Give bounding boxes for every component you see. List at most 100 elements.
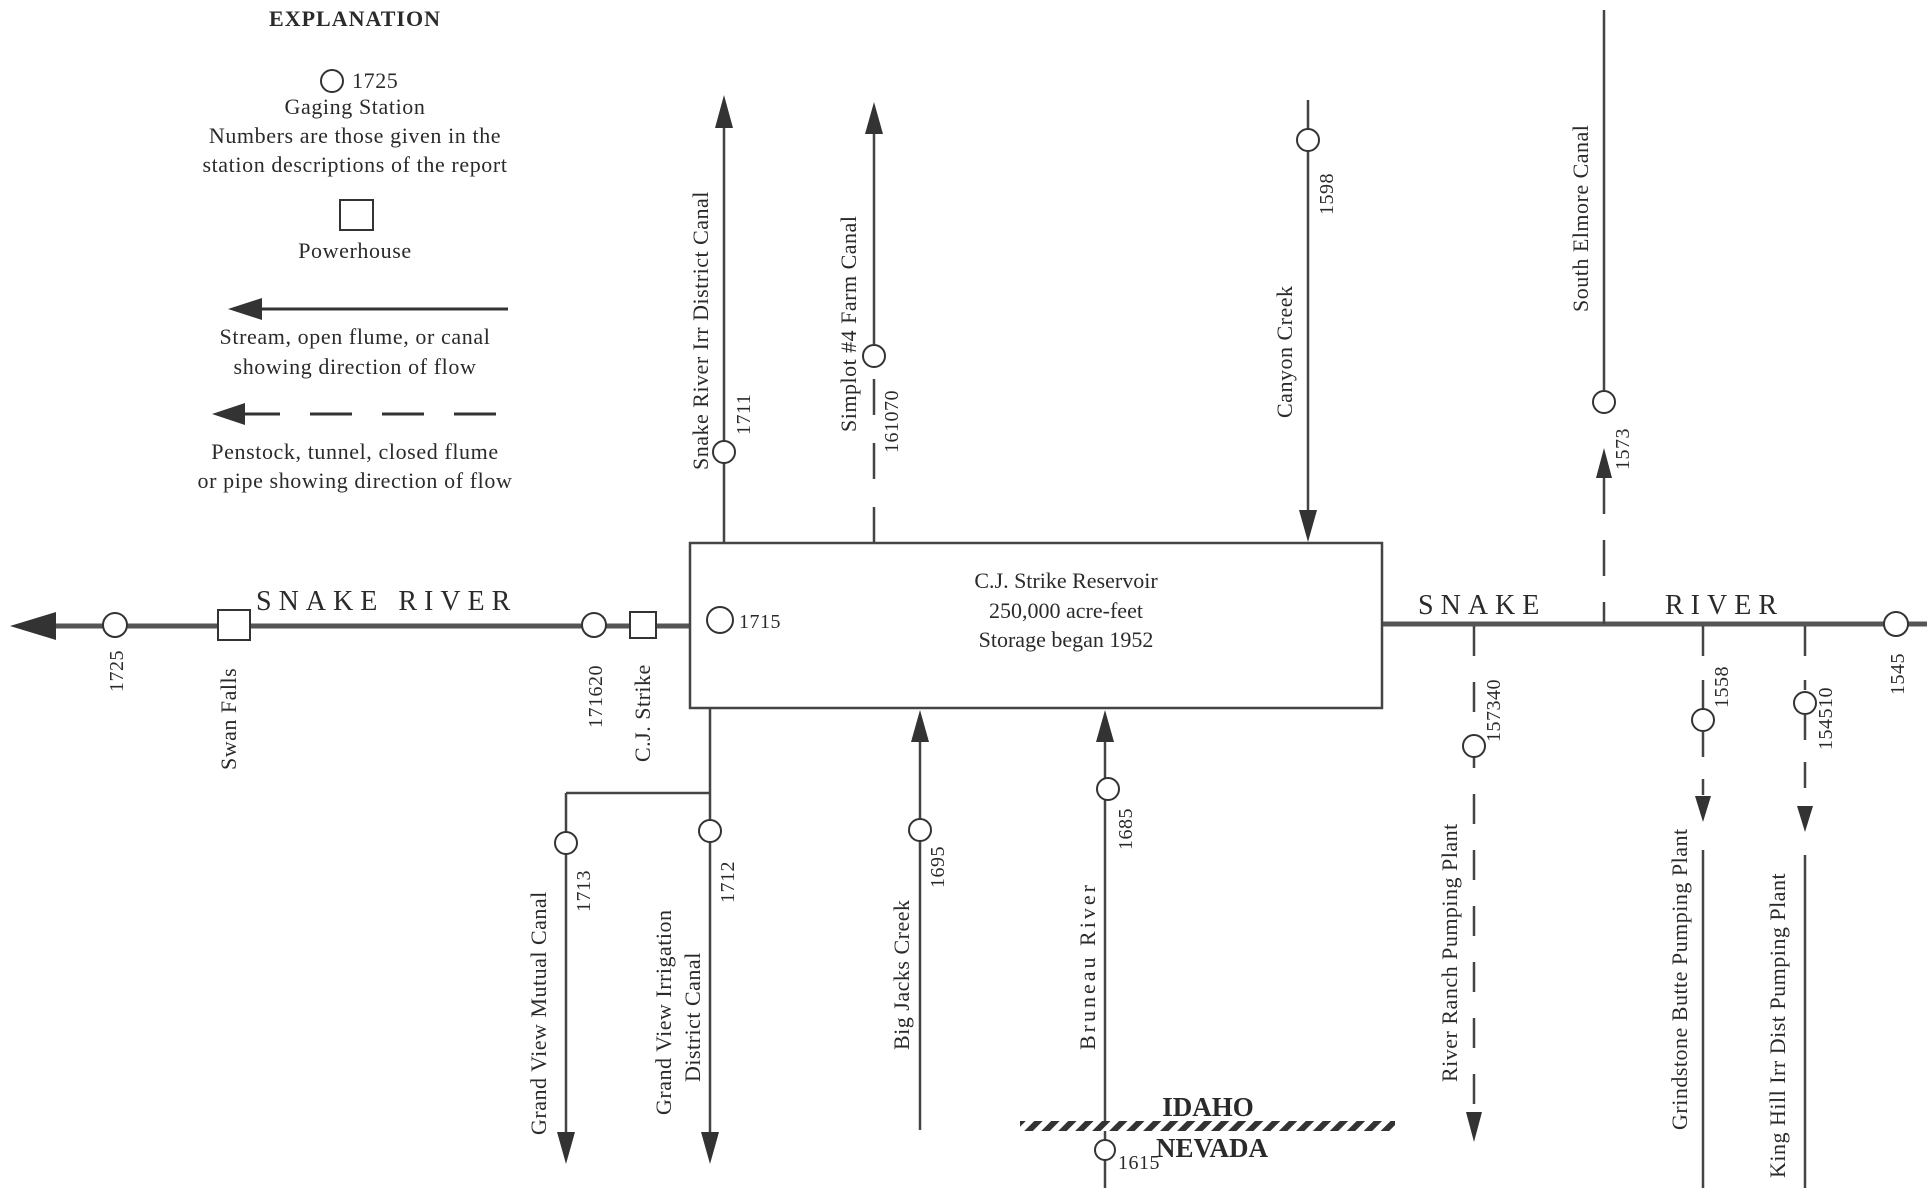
river-ranch-label: River Ranch Pumping Plant <box>1437 823 1462 1082</box>
simplot-label: Simplot #4 Farm Canal <box>836 216 861 432</box>
snake-river-label-west: SNAKE RIVER <box>256 586 517 617</box>
station-1598-icon <box>1296 128 1320 152</box>
legend-title: EXPLANATION <box>269 6 441 31</box>
legend-gaging-station-icon <box>320 69 344 93</box>
state-line: IDAHO NEVADA <box>1020 1092 1395 1163</box>
south-elmore-canal: South Elmore Canal 1573 <box>1568 10 1634 624</box>
grand-view-irr-label-1: Grand View Irrigation <box>651 910 676 1116</box>
station-1711-number: 1711 <box>733 394 755 435</box>
grindstone-arrow-icon <box>1695 796 1711 822</box>
station-1685-icon <box>1096 777 1120 801</box>
station-1695-number: 1695 <box>927 846 949 888</box>
legend-stream-label-2: showing direction of flow <box>234 354 477 379</box>
station-1715-number: 1715 <box>739 611 781 633</box>
big-jacks-arrow-icon <box>911 710 929 742</box>
station-1573-number: 1573 <box>1612 428 1634 470</box>
swan-falls-powerhouse-icon <box>217 609 251 641</box>
snake-river-label-east-b: RIVER <box>1665 590 1784 621</box>
reservoir-storage-began: Storage began 1952 <box>979 627 1154 652</box>
big-jacks-label: Big Jacks Creek <box>889 900 914 1050</box>
cj-strike-reservoir: C.J. Strike Reservoir 250,000 acre-feet … <box>688 541 1384 710</box>
station-157340-number: 157340 <box>1483 679 1505 742</box>
snake-river-irr-canal: Snake River Irr District Canal 1711 <box>688 95 755 543</box>
canyon-creek-arrow-icon <box>1299 510 1317 542</box>
south-elmore-arrow-icon <box>1596 448 1612 478</box>
reservoir-capacity: 250,000 acre-feet <box>989 598 1143 623</box>
station-171620-number: 171620 <box>585 665 607 728</box>
idaho-nevada-border <box>1020 1121 1395 1131</box>
legend-gaging-label: Gaging Station <box>284 94 425 119</box>
king-hill-label: King Hill Irr Dist Pumping Plant <box>1765 873 1790 1178</box>
simplot-farm-canal: Simplot #4 Farm Canal 161070 <box>836 102 903 543</box>
grand-view-mutual-label: Grand View Mutual Canal <box>526 891 551 1135</box>
station-1725: 1725 <box>102 612 128 692</box>
station-171620-icon <box>581 612 607 638</box>
legend-stream-arrow-icon <box>228 298 262 320</box>
legend-penstock-arrow-icon <box>212 403 245 425</box>
king-hill-pumping-plant: 154510 King Hill Irr Dist Pumping Plant <box>1765 626 1837 1188</box>
station-1573-icon <box>1592 390 1616 414</box>
snake-river-outflow-arrow-icon <box>10 612 56 640</box>
station-1712-icon <box>698 819 722 843</box>
legend-gaging-number: 1725 <box>352 68 398 93</box>
legend-penstock-label-2: or pipe showing direction of flow <box>198 468 513 493</box>
snake-river-irr-canal-arrow-icon <box>715 95 733 128</box>
station-154510-number: 154510 <box>1815 687 1837 750</box>
swan-falls-label: Swan Falls <box>216 668 241 770</box>
station-1713-icon <box>554 831 578 855</box>
station-154510-icon <box>1793 691 1817 715</box>
station-1711-icon <box>712 440 736 464</box>
station-1545-icon <box>1883 611 1909 637</box>
legend: EXPLANATION 1725 Gaging Station Numbers … <box>198 6 522 493</box>
station-1695-icon <box>908 818 932 842</box>
station-161070-number: 161070 <box>881 390 903 453</box>
simplot-arrow-icon <box>865 102 883 134</box>
station-157340-icon <box>1462 734 1486 758</box>
station-1685-number: 1685 <box>1115 808 1137 850</box>
station-1725-number: 1725 <box>106 650 128 692</box>
river-ranch-pumping-plant: 157340 River Ranch Pumping Plant <box>1437 626 1505 1142</box>
reservoir-box <box>688 541 1384 710</box>
big-jacks-creek: 1695 Big Jacks Creek <box>889 710 949 1130</box>
nevada-label: NEVADA <box>1156 1133 1269 1163</box>
canyon-creek-label: Canyon Creek <box>1272 286 1297 418</box>
station-1545-number: 1545 <box>1887 653 1909 695</box>
river-ranch-arrow-icon <box>1466 1112 1482 1142</box>
cj-strike-label: C.J. Strike <box>630 664 655 762</box>
grand-view-mutual-arrow-icon <box>557 1132 575 1164</box>
station-1615-number: 1615 <box>1118 1152 1160 1174</box>
snake-river-irr-canal-label: Snake River Irr District Canal <box>688 191 713 470</box>
legend-powerhouse-icon <box>339 199 374 231</box>
grindstone-butte-pumping-plant: 1558 Grindstone Butte Pumping Plant <box>1667 626 1733 1188</box>
king-hill-arrow-icon <box>1797 806 1813 832</box>
station-1725-icon <box>102 612 128 638</box>
powerhouse-swan-falls: Swan Falls <box>216 609 251 770</box>
station-1545: 1545 <box>1883 611 1909 695</box>
grindstone-label: Grindstone Butte Pumping Plant <box>1667 828 1692 1130</box>
powerhouse-cj-strike: C.J. Strike <box>629 611 657 762</box>
legend-stream-label-1: Stream, open flume, or canal <box>220 324 491 349</box>
station-161070-icon <box>862 344 886 368</box>
station-1558-number: 1558 <box>1711 666 1733 708</box>
cj-strike-powerhouse-icon <box>629 611 657 639</box>
bruneau-river: 1685 Bruneau River 1615 <box>1075 710 1160 1188</box>
grand-view-canals: Grand View Mutual Canal 1713 Grand View … <box>526 708 739 1164</box>
idaho-label: IDAHO <box>1162 1092 1254 1122</box>
grand-view-irr-label-2: District Canal <box>680 952 705 1082</box>
reservoir-name: C.J. Strike Reservoir <box>974 568 1158 593</box>
legend-gaging-note-2: station descriptions of the report <box>202 152 507 177</box>
legend-powerhouse-label: Powerhouse <box>298 238 412 263</box>
legend-gaging-note-1: Numbers are those given in the <box>209 123 501 148</box>
station-1715-icon <box>706 606 734 634</box>
south-elmore-label: South Elmore Canal <box>1568 125 1593 312</box>
station-1712-number: 1712 <box>717 861 739 903</box>
station-171620: 171620 <box>581 612 607 728</box>
station-1598-number: 1598 <box>1316 173 1338 215</box>
legend-penstock-label-1: Penstock, tunnel, closed flume <box>211 439 498 464</box>
station-1558-icon <box>1691 708 1715 732</box>
bruneau-arrow-icon <box>1096 710 1114 742</box>
snake-river-label-east-a: SNAKE <box>1418 590 1546 621</box>
canyon-creek: 1598 Canyon Creek <box>1272 100 1338 542</box>
